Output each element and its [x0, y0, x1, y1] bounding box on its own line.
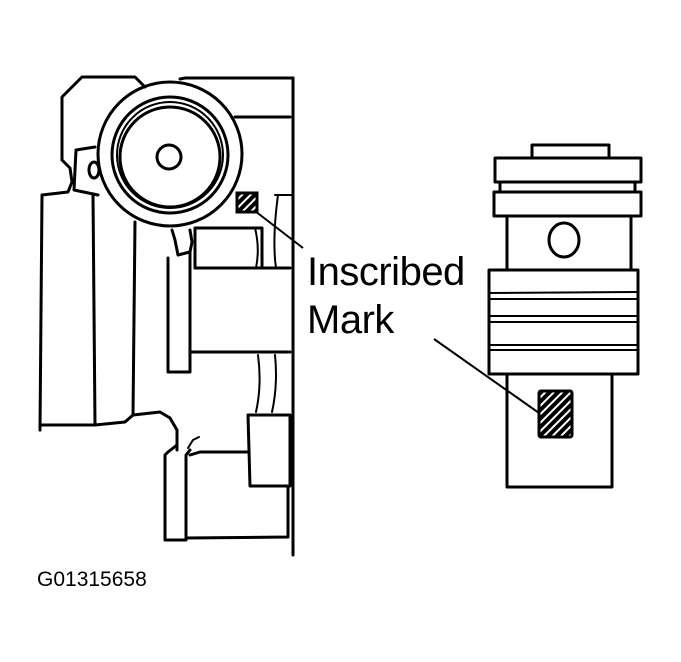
callout-label-line1: Inscribed: [307, 250, 465, 294]
valve-spool: [487, 143, 643, 489]
inscribed-mark-spool: [537, 389, 574, 439]
callout-label-line2: Mark: [307, 298, 395, 342]
inscribed-mark-housing: [235, 191, 259, 214]
figure-id: G01315658: [37, 568, 147, 591]
leader-line-spool: [433, 338, 540, 414]
leader-line-housing: [254, 210, 304, 249]
port-circle: [96, 80, 244, 228]
valve-body-housing: [38, 75, 295, 557]
